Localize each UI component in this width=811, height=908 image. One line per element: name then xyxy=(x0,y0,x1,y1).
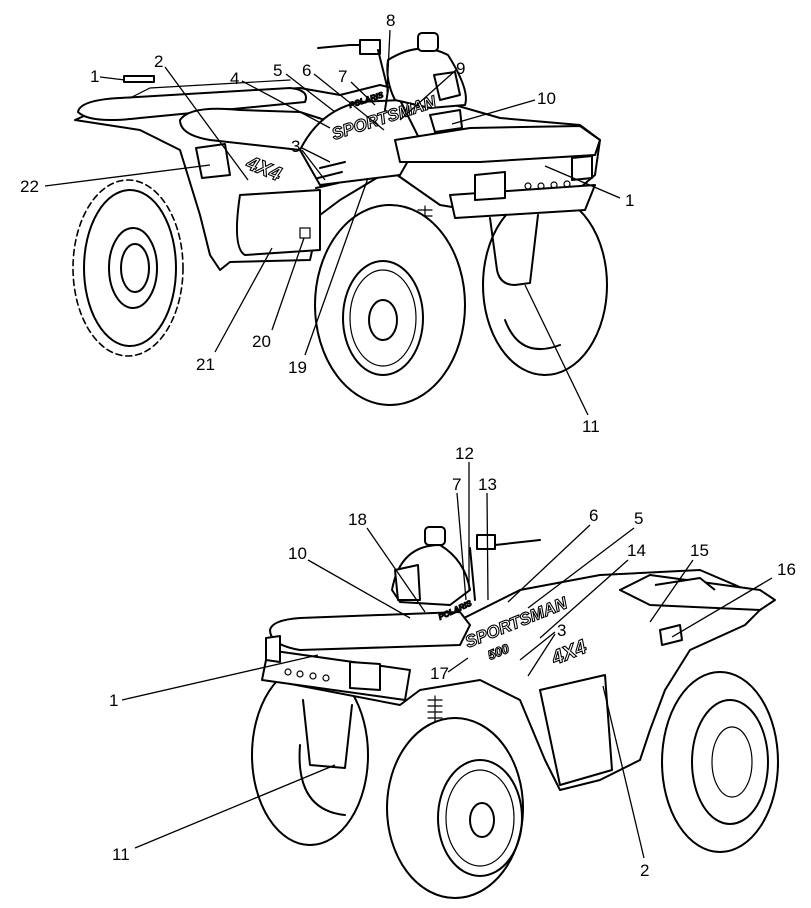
callout-13: 13 xyxy=(478,475,497,494)
rear-right-wheel xyxy=(661,671,779,853)
callout-7: 7 xyxy=(338,67,347,86)
handlebar-area xyxy=(317,32,467,133)
handlebar-area-b xyxy=(391,526,541,606)
callouts-bottom: 12 7 13 18 6 5 10 14 15 16 3 17 1 xyxy=(109,444,796,880)
callout-15: 15 xyxy=(690,541,709,560)
callout-1c: 1 xyxy=(109,691,118,710)
callout-4: 4 xyxy=(230,69,239,88)
atv-body-b xyxy=(261,569,776,791)
callout-5b: 5 xyxy=(634,509,643,528)
callout-1b: 1 xyxy=(625,191,634,210)
callout-1: 1 xyxy=(90,67,99,86)
callout-21: 21 xyxy=(196,355,215,374)
callout-20: 20 xyxy=(252,332,271,351)
atv-top-view: SPORTSMAN POLARIS 4X4 1 2 4 5 6 7 8 9 10 xyxy=(20,11,634,436)
decal-20 xyxy=(299,227,311,239)
callout-5: 5 xyxy=(273,61,282,80)
callout-8: 8 xyxy=(386,11,395,30)
front-far-wheel-b xyxy=(251,664,369,846)
callout-16: 16 xyxy=(777,560,796,579)
callout-11: 11 xyxy=(582,417,600,436)
callout-17: 17 xyxy=(430,664,449,683)
front-far-wheel xyxy=(482,194,608,376)
callout-10b: 10 xyxy=(288,544,307,563)
decal-10 xyxy=(429,109,463,133)
callout-3: 3 xyxy=(291,137,300,156)
front-near-wheel xyxy=(314,204,466,406)
atv-bottom-view: SPORTSMAN POLARIS 500 4X4 12 7 13 18 6 5… xyxy=(109,444,796,899)
callout-12: 12 xyxy=(455,444,474,463)
callout-2b: 2 xyxy=(640,861,649,880)
callout-9: 9 xyxy=(456,59,465,78)
decal-9 xyxy=(433,71,461,101)
callout-18: 18 xyxy=(348,510,367,529)
callout-2: 2 xyxy=(154,52,163,71)
decal-18 xyxy=(394,564,421,601)
callout-3b: 3 xyxy=(557,621,566,640)
callout-19: 19 xyxy=(288,358,307,377)
atv-body xyxy=(74,79,601,286)
callout-10: 10 xyxy=(537,89,556,108)
callout-6b: 6 xyxy=(589,506,598,525)
callout-14: 14 xyxy=(627,541,646,560)
decal-22 xyxy=(195,143,231,179)
callout-6: 6 xyxy=(302,61,311,80)
front-near-wheel-b xyxy=(386,717,524,899)
rear-left-wheel xyxy=(72,179,184,357)
callout-7b: 7 xyxy=(452,475,461,494)
callout-11b: 11 xyxy=(112,845,130,864)
callout-22: 22 xyxy=(20,177,39,196)
callouts-top: 1 2 4 5 6 7 8 9 10 3 1 22 20 xyxy=(20,11,634,436)
